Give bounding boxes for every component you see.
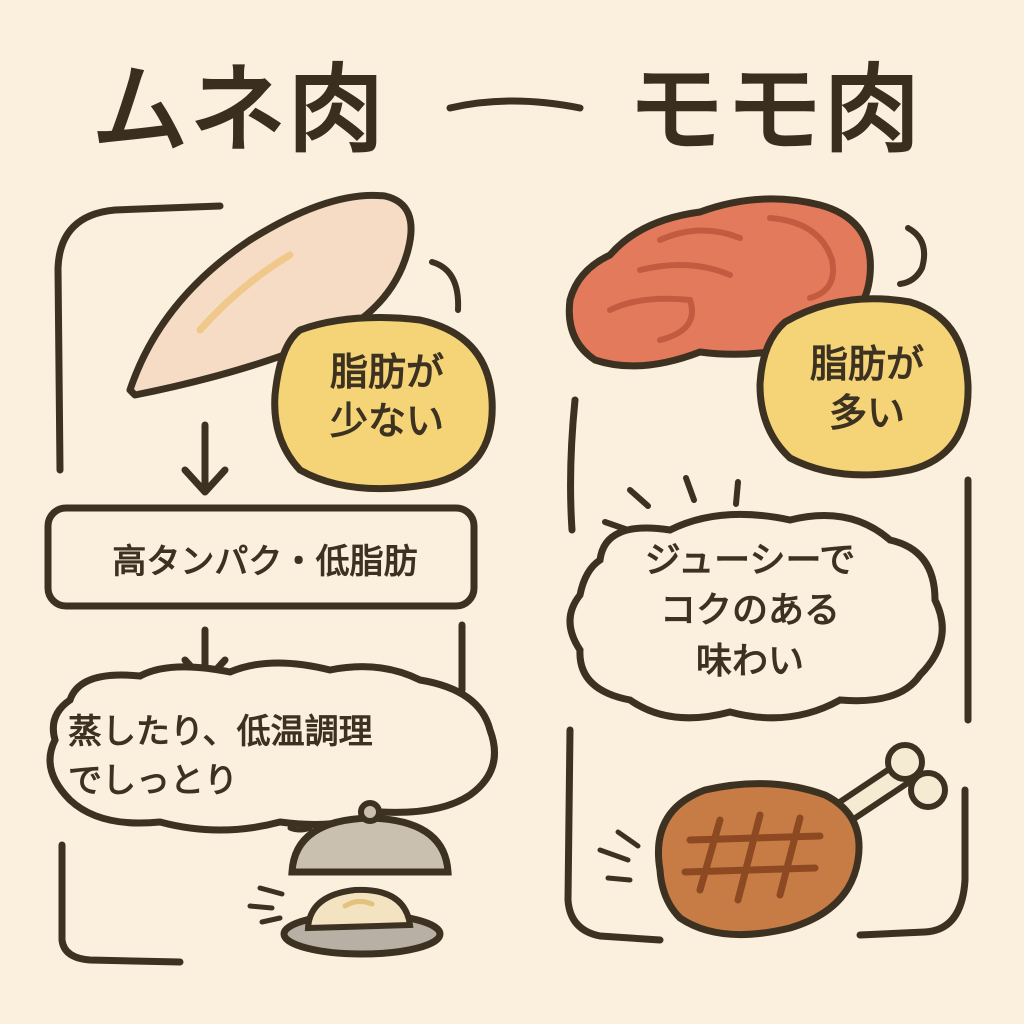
cooking-tip-line1: 蒸したり、低温調理 bbox=[68, 712, 373, 752]
flavor-cloud bbox=[566, 510, 946, 722]
arrow-down-1 bbox=[181, 421, 229, 496]
right-frame-bottom bbox=[856, 786, 969, 939]
serving-dish-icon bbox=[247, 800, 452, 958]
fat-badge-right-bubble bbox=[756, 295, 972, 479]
fat-badge-left-bubble bbox=[271, 314, 496, 493]
left-frame-top bbox=[54, 202, 224, 474]
title-breast: ムネ肉 bbox=[92, 54, 386, 166]
title-connector-line bbox=[446, 97, 584, 112]
flavor-text: ジューシーで コクのある 味わい bbox=[590, 536, 910, 687]
left-frame-bottom bbox=[58, 841, 184, 966]
title-thigh: モモ肉 bbox=[628, 54, 922, 166]
sparkle-lines bbox=[602, 475, 741, 533]
fat-badge-right: 脂肪が 多い bbox=[772, 340, 962, 439]
drumstick-icon bbox=[597, 742, 948, 939]
right-frame-left-lower bbox=[564, 726, 664, 944]
high-protein-label: 高タンパク・低脂肪 bbox=[112, 542, 418, 582]
cooking-tip-line2: でしっとり bbox=[68, 761, 238, 802]
cooking-tip-text: 蒸したり、低温調理 でしっとり bbox=[68, 708, 488, 807]
fat-badge-left-line1: 脂肪が bbox=[329, 350, 444, 394]
fat-badge-left: 脂肪が 少ない bbox=[292, 348, 482, 447]
flavor-line1: ジューシーで bbox=[644, 540, 856, 581]
cooking-tip-cloud bbox=[46, 659, 498, 834]
flavor-line3: 味わい bbox=[695, 640, 804, 682]
flavor-line2: コクのある bbox=[659, 590, 840, 632]
fat-badge-left-line2: 少ない bbox=[329, 399, 444, 444]
fat-badge-right-line1: 脂肪が bbox=[809, 342, 924, 386]
high-protein-box bbox=[44, 504, 478, 610]
fat-badge-right-line2: 多い bbox=[828, 391, 905, 436]
right-frame-left bbox=[567, 396, 579, 534]
